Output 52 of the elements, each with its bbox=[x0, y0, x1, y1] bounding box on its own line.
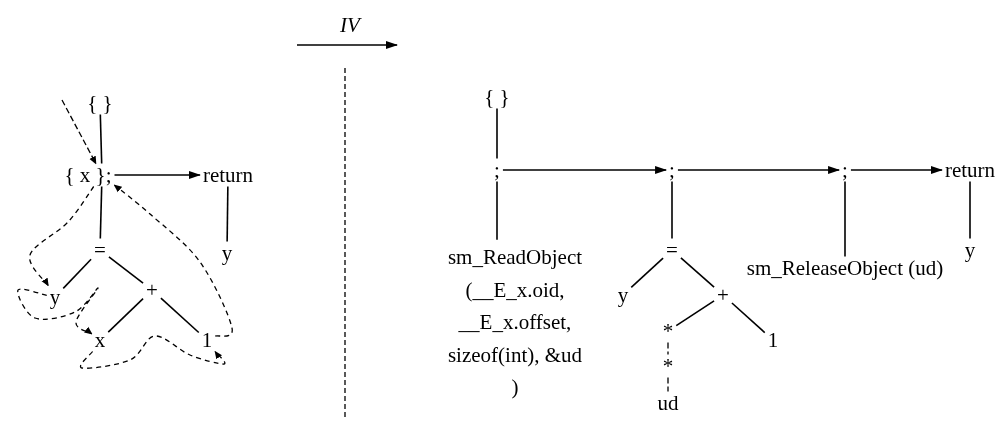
tree-node-label: return bbox=[202, 164, 254, 186]
tree-node-label: * bbox=[662, 355, 674, 377]
tree-node-label: + bbox=[146, 279, 158, 301]
tree-node-label: 1 bbox=[201, 329, 213, 351]
tree-branch bbox=[671, 180, 673, 240]
tree-branch bbox=[99, 113, 103, 165]
tree-branch bbox=[108, 256, 144, 284]
tree-node-label: return bbox=[944, 159, 996, 181]
tree-node-label: sm_ReleaseObject (ud) bbox=[746, 257, 944, 279]
transformation-label: IV bbox=[340, 12, 360, 38]
arrow bbox=[502, 166, 668, 174]
arrow bbox=[850, 166, 943, 174]
tree-node-label: x bbox=[94, 329, 106, 351]
tree-node-label: { } bbox=[484, 86, 510, 108]
dashed-arrow bbox=[17, 287, 99, 335]
tree-node-label: = bbox=[94, 239, 106, 261]
arrow bbox=[113, 171, 201, 179]
dashed-arrow bbox=[79, 335, 226, 369]
tree-node-label: * bbox=[662, 320, 674, 342]
tree-node-label: y bbox=[617, 284, 629, 306]
tree-branch bbox=[844, 180, 846, 258]
tree-branch bbox=[675, 300, 715, 327]
tree-node-label: ; bbox=[842, 159, 848, 181]
tree-node-label: y bbox=[49, 286, 61, 308]
tree-node-label: sm_ReadObject (__E_x.oid, __E_x.offset, sizeof(int), &ud ) bbox=[447, 240, 583, 404]
tree-branch bbox=[160, 297, 200, 334]
tree-branch bbox=[680, 257, 715, 288]
tree-node-label: y bbox=[964, 239, 976, 261]
arrow bbox=[677, 166, 841, 174]
tree-node-label: + bbox=[717, 284, 729, 306]
tree-node-label: { x }; bbox=[64, 164, 112, 186]
tree-branch bbox=[99, 185, 103, 240]
dashed-arrow bbox=[28, 185, 95, 287]
dashed-line bbox=[667, 341, 669, 356]
dashed-line bbox=[667, 376, 669, 393]
tree-branch bbox=[107, 297, 144, 333]
tree-node-label: y bbox=[221, 242, 233, 264]
tree-branch bbox=[630, 257, 664, 289]
tree-node-label: = bbox=[666, 239, 678, 261]
tree-branch bbox=[496, 180, 498, 241]
tree-branch bbox=[62, 258, 92, 290]
tree-branch bbox=[226, 185, 229, 243]
tree-node-label: ; bbox=[669, 159, 675, 181]
dashed-arrow bbox=[113, 184, 233, 337]
tree-branch bbox=[731, 302, 766, 334]
tree-node-label: { } bbox=[87, 92, 113, 114]
tree-node-label: ud bbox=[657, 392, 679, 414]
tree-node-label: 1 bbox=[767, 329, 779, 351]
tree-branch bbox=[496, 107, 498, 160]
dashed-arrow bbox=[61, 99, 97, 165]
tree-node-label: ; bbox=[494, 159, 500, 181]
tree-branch bbox=[969, 180, 971, 240]
